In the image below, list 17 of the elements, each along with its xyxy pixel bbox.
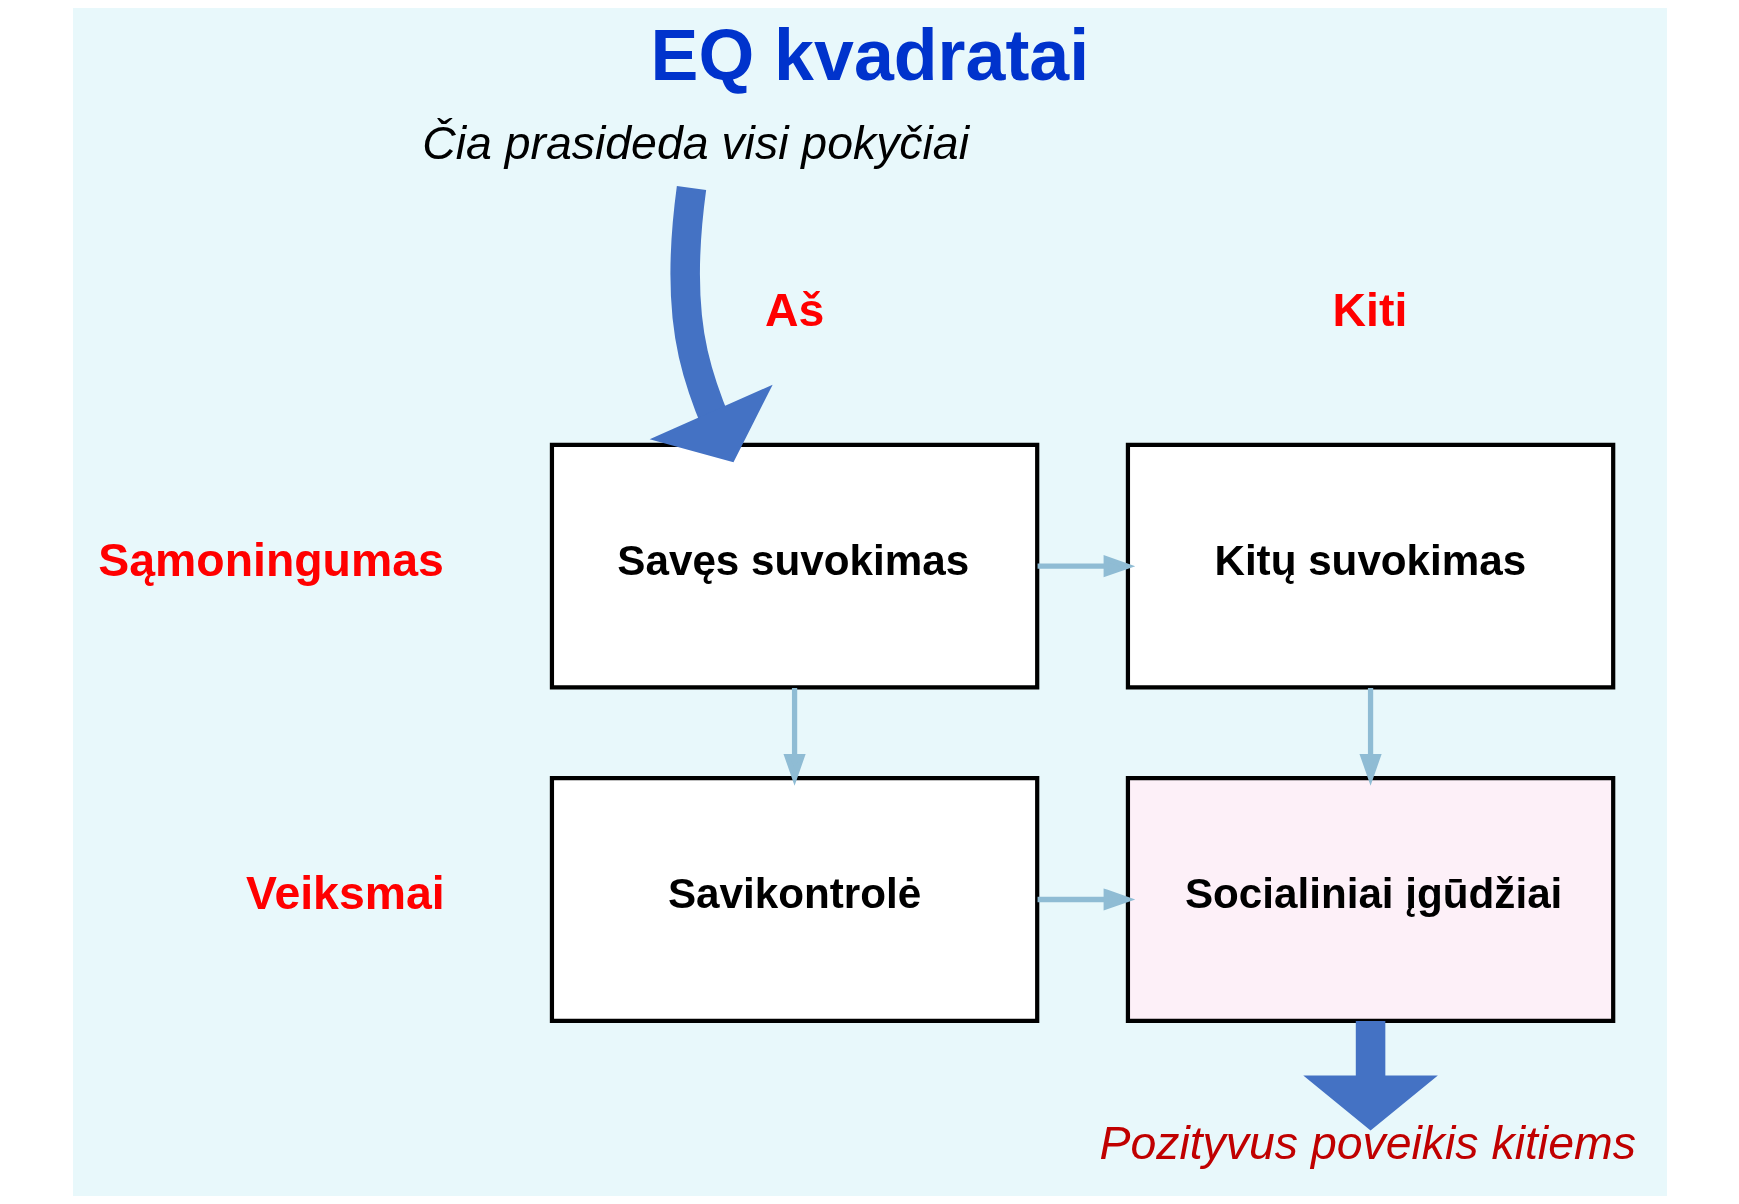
label: Kiti: [1332, 283, 1407, 336]
node-box: Savęs suvokimas: [549, 442, 1039, 690]
arrow: [782, 688, 806, 786]
label: Veiksmai: [245, 867, 445, 920]
arrow: [1358, 688, 1382, 786]
label: Sąmoningumas: [97, 533, 444, 586]
node-box: Socialiniai įgūdžiai: [1125, 776, 1615, 1023]
arrow: [649, 186, 773, 463]
arrow: [1037, 555, 1135, 578]
node-text: Pozityvus poveikis kitiems: [1098, 1117, 1636, 1170]
arrow: [1302, 1020, 1438, 1131]
diagram-title: EQ kvadratai: [650, 15, 1089, 96]
node-text: Čia prasideda visi pokyčiai: [421, 117, 969, 170]
node-box: Kitų suvokimas: [1125, 442, 1615, 690]
label: Aš: [764, 283, 824, 336]
node-box: Savikontrolė: [549, 776, 1039, 1023]
arrow: [1037, 888, 1135, 911]
